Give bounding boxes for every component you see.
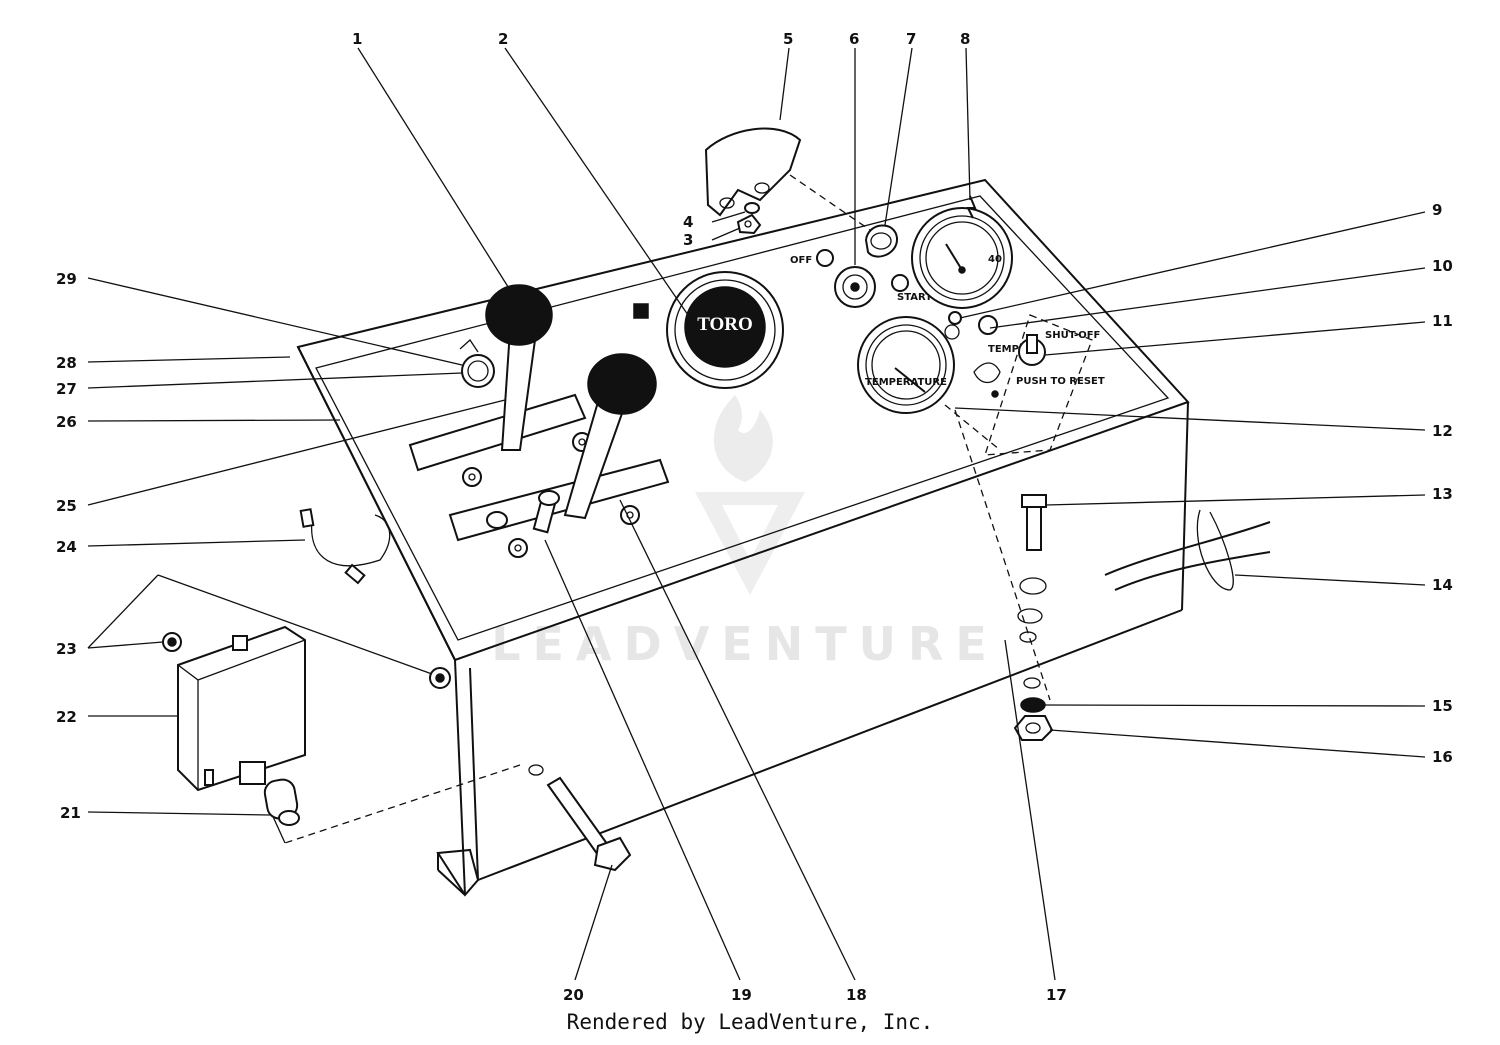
callout-9: 9 [1432, 201, 1442, 219]
leader-lines [87, 47, 1426, 981]
fuse-holder [459, 339, 495, 388]
indicator-lights [944, 311, 998, 340]
temp-label: TEMP [988, 344, 1019, 355]
callout-24: 24 [56, 538, 77, 556]
callout-12: 12 [1432, 422, 1453, 440]
ferrite-bead [263, 778, 300, 826]
callout-14: 14 [1432, 576, 1453, 594]
lever-knob-black-2 [587, 353, 657, 415]
callout-17: 17 [1046, 986, 1067, 1004]
callout-13: 13 [1432, 485, 1453, 503]
grommets [162, 632, 451, 689]
console-panel-inset [315, 195, 1170, 641]
lever-slots [408, 393, 670, 558]
watermark-flame-icon [713, 395, 773, 482]
callout-27: 27 [56, 380, 77, 398]
callout-2: 2 [498, 30, 508, 48]
hour-meter: TORO [633, 271, 784, 389]
callout-labels: 1 2 3 4 5 6 7 8 9 10 11 12 13 14 15 16 1… [56, 30, 1453, 1004]
wire-harness [299, 508, 391, 585]
ignition-switch: OFF START [790, 249, 932, 308]
start-label: START [897, 292, 932, 303]
control-module [177, 625, 306, 792]
callout-5: 5 [783, 30, 793, 48]
callout-7: 7 [906, 30, 916, 48]
push-to-reset-label: PUSH TO RESET [1016, 376, 1105, 387]
shield-nut [736, 202, 762, 235]
mounting-bolt [528, 764, 632, 872]
lever-knob-black [485, 284, 553, 346]
callout-23: 23 [56, 640, 77, 658]
callout-11: 11 [1432, 312, 1453, 330]
shut-off-label: SHUT-OFF [1045, 330, 1100, 341]
slot-upper [408, 393, 587, 472]
callout-29: 29 [56, 270, 77, 288]
ammeter-max-label: 40 [988, 254, 1002, 265]
callout-25: 25 [56, 497, 77, 515]
callout-4: 4 [683, 213, 693, 231]
callout-26: 26 [56, 413, 77, 431]
callout-1: 1 [352, 30, 362, 48]
rendered-by-footer: Rendered by LeadVenture, Inc. [566, 1010, 934, 1034]
shutoff-switch: TEMP SHUT-OFF PUSH TO RESET [973, 314, 1105, 456]
cable-bundle [1104, 509, 1271, 591]
console-housing [296, 178, 1190, 897]
ground-hardware [1013, 494, 1054, 741]
watermark-text: LEADVENTURE [491, 617, 999, 671]
callout-19: 19 [731, 986, 752, 1004]
callout-21: 21 [60, 804, 81, 822]
temperature-gauge: TEMPERATURE [857, 316, 955, 414]
brand-label: TORO [697, 314, 753, 335]
callout-6: 6 [849, 30, 859, 48]
lever-bolt [486, 490, 560, 534]
callout-15: 15 [1432, 697, 1453, 715]
temperature-gauge-word: TEMPERATURE [865, 377, 947, 388]
callout-28: 28 [56, 354, 77, 372]
callout-3: 3 [683, 231, 693, 249]
watermark-v-icon [695, 492, 805, 595]
off-label: OFF [790, 255, 812, 266]
callout-10: 10 [1432, 257, 1453, 275]
ammeter: 40 [911, 195, 1013, 309]
ignition-key [864, 224, 899, 258]
switch-shield [704, 127, 802, 217]
choke-lever [563, 353, 657, 520]
callout-20: 20 [563, 986, 584, 1004]
watermark: LEADVENTURE [491, 395, 999, 671]
callout-18: 18 [846, 986, 867, 1004]
callout-16: 16 [1432, 748, 1453, 766]
callout-22: 22 [56, 708, 77, 726]
callout-8: 8 [960, 30, 970, 48]
throttle-lever [485, 284, 553, 451]
